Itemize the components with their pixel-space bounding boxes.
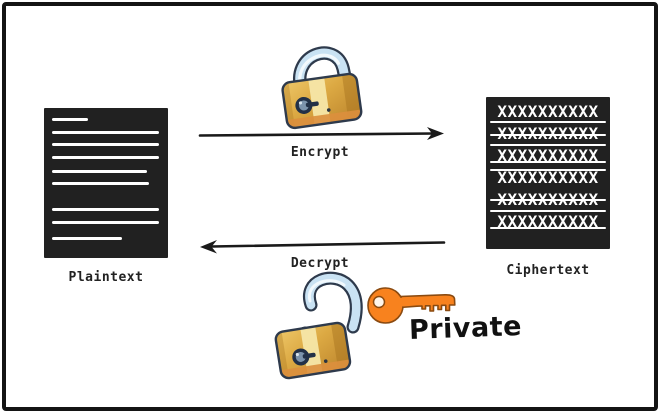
ciphertext-row-text: XXXXXXXXXX <box>497 168 599 187</box>
ciphertext-strike-line <box>490 144 606 147</box>
plaintext-line <box>52 143 159 146</box>
plaintext-line <box>52 182 149 185</box>
ciphertext-strike-line <box>490 199 606 202</box>
ciphertext-row: XXXXXXXXXX <box>486 101 610 124</box>
ciphertext-row-text: XXXXXXXXXX <box>497 124 598 143</box>
ciphertext-strike-line <box>490 160 606 164</box>
decrypt-arrow-icon <box>200 240 446 254</box>
private-key-label: Private <box>408 311 523 346</box>
plaintext-line <box>52 131 159 134</box>
ciphertext-row-text: XXXXXXXXXX <box>497 102 599 121</box>
ciphertext-row: XXXXXXXXXX <box>486 123 610 147</box>
ciphertext-row: XXXXXXXXXX <box>486 189 610 213</box>
ciphertext-row: XXXXXXXXXX <box>486 145 610 167</box>
key-icon <box>367 287 456 324</box>
encrypt-label: Encrypt <box>290 145 350 160</box>
plaintext-line <box>52 156 159 159</box>
plaintext-line <box>52 118 88 121</box>
plaintext-line <box>52 208 159 211</box>
plaintext-line <box>52 221 159 224</box>
ciphertext-row: XXXXXXXXXX <box>486 167 610 189</box>
plaintext-doc-lines <box>44 118 168 240</box>
encrypt-arrow-icon <box>198 127 444 140</box>
decrypt-label: Decrypt <box>290 256 350 271</box>
plaintext-line <box>52 170 147 173</box>
plaintext-document <box>44 108 168 258</box>
ciphertext-row-text: XXXXXXXXXX <box>497 212 599 231</box>
ciphertext-label: Ciphertext <box>506 263 590 278</box>
ciphertext-strike-line <box>490 210 606 213</box>
ciphertext-strike-line <box>490 120 606 124</box>
plaintext-label: Plaintext <box>68 270 144 285</box>
closed-padlock-icon <box>281 46 363 130</box>
ciphertext-strike-line <box>490 134 606 137</box>
ciphertext-row-text: XXXXXXXXXX <box>497 146 599 165</box>
ciphertext-strike-line <box>490 226 606 230</box>
ciphertext-strike-line <box>490 169 606 172</box>
open-padlock-icon <box>274 271 363 380</box>
ciphertext-row: XXXXXXXXXX <box>486 211 610 233</box>
plaintext-line <box>52 237 122 240</box>
